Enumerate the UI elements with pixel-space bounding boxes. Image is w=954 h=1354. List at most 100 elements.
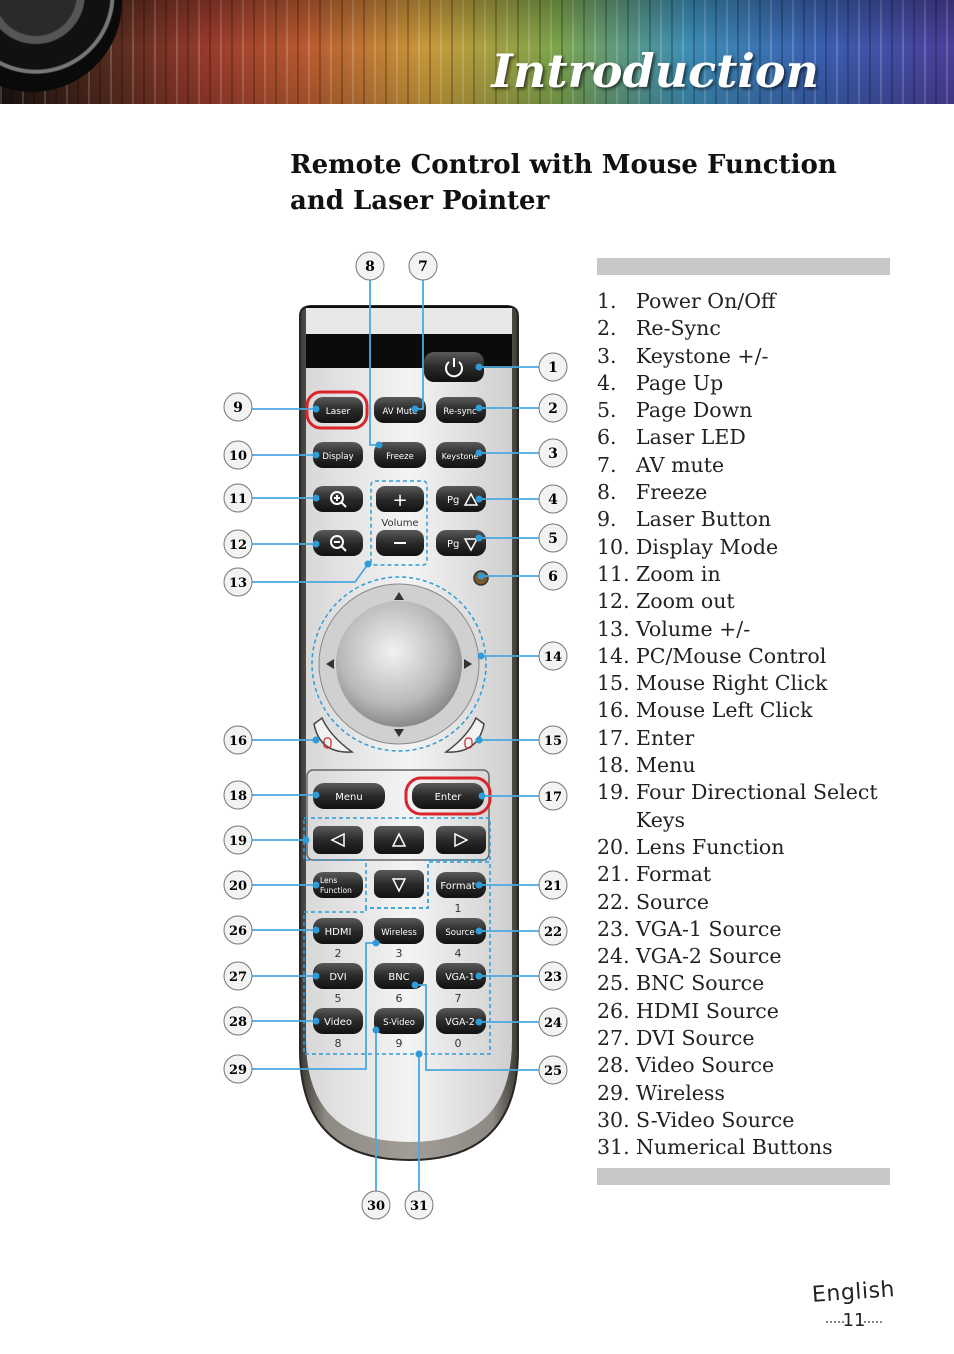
legend-item-number: 18. <box>597 753 630 778</box>
hdmi-button-label: HDMI <box>325 927 352 938</box>
menu-button[interactable] <box>313 783 385 809</box>
legend-item-number: 31. <box>597 1135 630 1160</box>
svg-text:5: 5 <box>548 531 558 547</box>
enter-button[interactable] <box>412 783 484 809</box>
dvi-button-label: DVI <box>329 972 346 983</box>
legend-item-number: 28. <box>597 1053 630 1078</box>
svg-text:26: 26 <box>229 924 247 939</box>
callout-29: 29 <box>223 1054 253 1084</box>
svg-text:10: 10 <box>229 449 247 464</box>
numerical-buttons-outline <box>303 861 491 1055</box>
legend-item-number: 20. <box>597 834 630 859</box>
footer-rule-right <box>864 1321 882 1323</box>
callout-3: 3 <box>538 438 568 468</box>
right-key[interactable] <box>436 826 486 854</box>
pc-mouse-control-ball[interactable] <box>336 601 462 727</box>
legend-item-text: Laser Button <box>636 507 772 532</box>
lens-function-label-2: Function <box>320 886 352 895</box>
legend-item: 9. Laser Button <box>597 506 917 533</box>
legend-item-text: Mouse Left Click <box>636 698 813 723</box>
legend-item-number: 13. <box>597 616 630 641</box>
svg-text:1: 1 <box>548 360 558 376</box>
left-key[interactable] <box>313 826 363 854</box>
volume-up-button[interactable] <box>376 486 424 512</box>
remote-face <box>306 368 512 1142</box>
page-down-button[interactable] <box>436 530 486 556</box>
laser-button[interactable] <box>313 397 363 423</box>
bnc-button-label: BNC <box>388 972 409 983</box>
triangle-up-icon <box>463 492 479 506</box>
lens-function-button[interactable] <box>313 872 363 898</box>
legend-item-text: Wireless <box>636 1080 725 1105</box>
svg-text:22: 22 <box>544 925 562 940</box>
legend-item-text: Zoom in <box>636 561 721 586</box>
up-key[interactable] <box>374 826 424 854</box>
down-key[interactable] <box>374 870 424 898</box>
svg-text:31: 31 <box>410 1199 428 1214</box>
legend-item-text: Page Down <box>636 398 753 423</box>
legend-item: 30.S-Video Source <box>597 1107 917 1134</box>
legend-item-text: AV mute <box>636 452 725 477</box>
legend-item: 5. Page Down <box>597 397 917 424</box>
legend-item: 11.Zoom in <box>597 561 917 588</box>
callout-22: 22 <box>538 916 568 946</box>
format-button-label: Format <box>440 881 475 892</box>
mouse-left-click-button[interactable] <box>313 716 355 753</box>
legend-item: 27.DVI Source <box>597 1025 917 1052</box>
callout-30: 30 <box>361 1190 391 1220</box>
hdmi-button[interactable] <box>313 918 363 944</box>
callout-19: 19 <box>223 825 253 855</box>
av-mute-button[interactable] <box>374 397 426 423</box>
legend-item-text: Laser LED <box>636 425 746 450</box>
legend-item-number: 26. <box>597 998 630 1023</box>
ball-right-arrow-icon <box>464 659 472 669</box>
dvi-button[interactable] <box>313 963 363 989</box>
laser-button-label: Laser <box>326 407 351 417</box>
callout-15: 15 <box>538 725 568 755</box>
legend-item-number: 9. <box>597 507 617 532</box>
legend-item-text: Zoom out <box>636 589 735 614</box>
legend-item: 2.Re-Sync <box>597 315 917 342</box>
format-button[interactable] <box>436 872 486 898</box>
callout-16: 16 <box>223 725 253 755</box>
legend-item-text: BNC Source <box>636 971 765 996</box>
legend-item-text: Menu <box>636 753 696 778</box>
page-down-label: Pg <box>447 539 459 550</box>
legend-item: 22.Source <box>597 889 917 916</box>
volume-group-outline <box>370 480 428 566</box>
keystone-button[interactable] <box>436 442 486 468</box>
legend-item-number: 22. <box>597 889 630 914</box>
svg-text:20: 20 <box>229 879 247 894</box>
freeze-button[interactable] <box>374 442 426 468</box>
legend-item: 18.Menu <box>597 752 917 779</box>
display-button[interactable] <box>313 442 363 468</box>
volume-label: Volume <box>381 518 418 529</box>
svg-text:25: 25 <box>544 1064 562 1079</box>
legend-item-text: Display Mode <box>636 534 779 559</box>
legend-item-number: 5. <box>597 398 617 423</box>
legend-item: 23.VGA-1 Source <box>597 916 917 943</box>
callout-7: 7 <box>408 251 438 281</box>
wireless-button[interactable] <box>374 918 424 944</box>
source-button[interactable] <box>436 918 486 944</box>
callout-8: 8 <box>355 251 385 281</box>
legend-item-number: 17. <box>597 725 630 750</box>
bnc-button[interactable] <box>374 963 424 989</box>
legend-item: 15.Mouse Right Click <box>597 670 917 697</box>
callout-13: 13 <box>223 567 253 597</box>
svg-text:18: 18 <box>229 789 247 804</box>
legend-item: 13.Volume +/- <box>597 616 917 643</box>
re-sync-button[interactable] <box>436 397 486 423</box>
s-video-button[interactable] <box>374 1008 424 1034</box>
legend-item: 25.BNC Source <box>597 970 917 997</box>
vga1-button[interactable] <box>436 963 486 989</box>
legend-item-text: S-Video Source <box>636 1107 795 1132</box>
video-button[interactable] <box>313 1008 363 1034</box>
header-banner: Introduction <box>0 0 954 104</box>
zoom-in-icon <box>330 491 347 508</box>
page-heading: Remote Control with Mouse Function and L… <box>290 150 837 216</box>
vga2-button[interactable] <box>436 1008 486 1034</box>
legend-item-text: Volume +/- <box>636 616 751 641</box>
svg-text:9: 9 <box>233 400 243 416</box>
power-icon <box>445 358 463 378</box>
